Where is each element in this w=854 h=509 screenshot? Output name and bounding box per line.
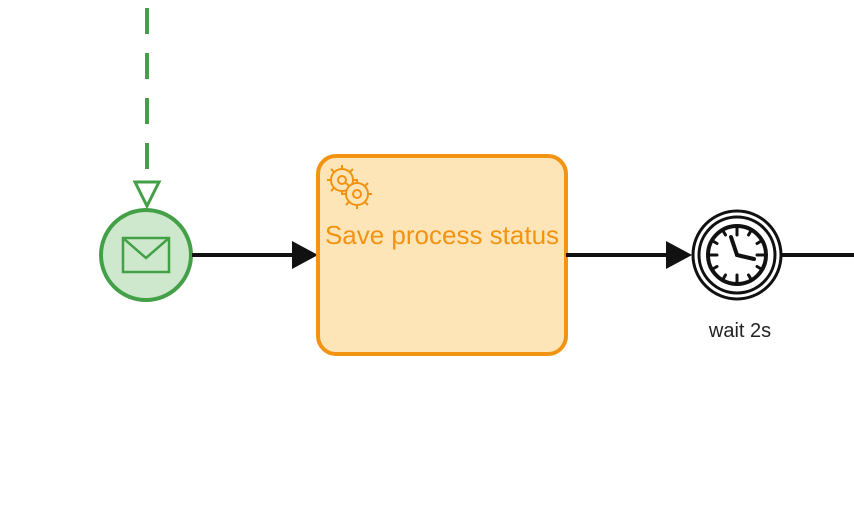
message-flow[interactable] (132, 8, 162, 210)
message-flow-arrowhead (132, 180, 162, 210)
clock-minute-hand (735, 253, 756, 261)
message-start-event[interactable] (99, 208, 193, 302)
sequence-flow-arrowhead (666, 241, 692, 269)
service-task-label: Save process status (324, 220, 560, 250)
gears-icon (327, 165, 372, 209)
timer-intermediate-event[interactable] (691, 209, 783, 301)
timer-event-label: wait 2s (708, 320, 772, 342)
clock-icon (706, 224, 768, 286)
envelope-icon (121, 236, 171, 274)
sequence-flow-start-to-task[interactable] (192, 241, 318, 269)
sequence-flow-arrowhead (292, 241, 318, 269)
service-task[interactable] (316, 154, 568, 356)
clock-hour-hand (729, 235, 739, 257)
sequence-flow-task-to-timer[interactable] (566, 241, 692, 269)
